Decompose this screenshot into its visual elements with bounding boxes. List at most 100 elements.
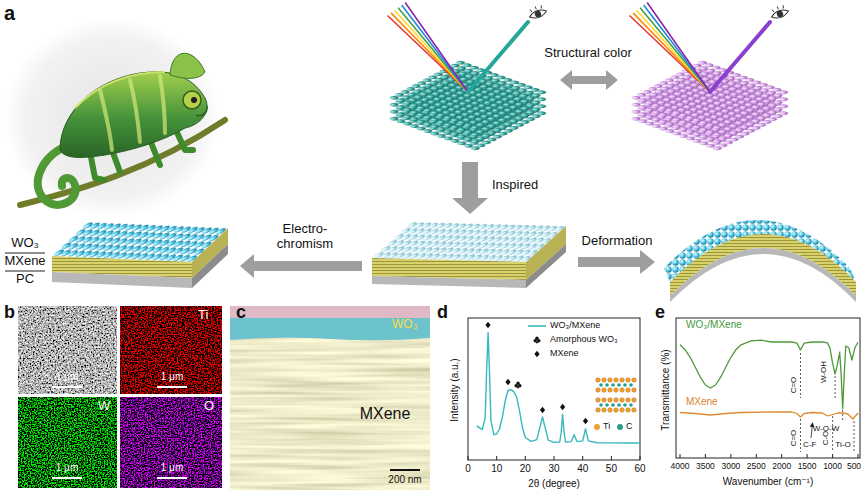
layer-label: PC <box>16 272 34 287</box>
xrd-plot <box>540 407 545 413</box>
sem-map <box>18 397 117 488</box>
cross-section <box>230 306 430 490</box>
xrd-plot <box>528 325 546 327</box>
xrd-plot <box>468 318 640 460</box>
chameleon-photo <box>191 97 197 103</box>
ftir-plot <box>676 318 860 458</box>
ftir-plot <box>730 454 731 458</box>
chameleon-photo <box>60 72 207 158</box>
cross-section <box>230 306 430 318</box>
ftir-plot <box>800 353 801 398</box>
chameleon-photo <box>100 90 112 150</box>
chameleon-photo <box>130 80 140 142</box>
legend-text: C <box>626 421 633 431</box>
xrd-plot <box>534 351 539 357</box>
device-stack <box>5 220 856 302</box>
chameleon-photo <box>4 18 220 218</box>
ftir-plot <box>832 454 833 458</box>
xrd-plot <box>611 456 612 460</box>
cross-section <box>230 318 430 340</box>
photonic-lattice <box>388 60 548 130</box>
tick-label: 2500 <box>747 462 766 472</box>
scale-bar <box>157 477 187 479</box>
cross-section <box>230 338 430 490</box>
tick-label: 3500 <box>696 462 715 472</box>
panel-letter: a <box>4 2 15 25</box>
tick-label: 10 <box>491 463 502 475</box>
sem-map <box>120 397 222 488</box>
ftir-plot <box>756 454 757 458</box>
panel-letter: e <box>655 302 665 323</box>
tick-label: 3000 <box>721 462 740 472</box>
chameleon-photo <box>100 76 165 150</box>
element-label: O <box>204 399 214 414</box>
xrd-plot <box>582 456 583 460</box>
ftir-plot <box>680 454 858 458</box>
chameleon-photo <box>196 106 207 116</box>
sem-map <box>120 306 222 394</box>
tick-label: 1500 <box>798 462 817 472</box>
ftir-plot <box>781 454 782 458</box>
tick-label: 20 <box>520 463 531 475</box>
chameleon-photo <box>183 91 201 109</box>
curve-label: MXene <box>686 396 718 408</box>
light-beam <box>648 3 711 92</box>
tick-label: 2000 <box>772 462 791 472</box>
peak-label: C=O <box>789 430 798 447</box>
ftir-plot <box>811 423 813 438</box>
legend-text: MXene <box>550 348 579 358</box>
light-beam <box>468 22 528 92</box>
xrd-plot <box>485 322 490 328</box>
eye-icon <box>527 3 790 20</box>
xrd-plot <box>515 382 522 389</box>
panel-letter: b <box>4 302 15 323</box>
peak-label: C-O <box>821 431 830 446</box>
scale-label: 200 nm <box>388 474 421 486</box>
axis-title: Wavenumber (cm⁻¹) <box>723 476 813 488</box>
ftir-plot <box>842 410 843 420</box>
xrd-plot <box>468 456 469 460</box>
chameleon-photo <box>4 18 225 218</box>
arrow-label: Structural color <box>544 46 631 61</box>
block-arrow <box>240 70 655 278</box>
xrd-plot <box>496 456 497 460</box>
xrd-plot <box>596 378 637 393</box>
block-arrow <box>578 250 655 274</box>
tick-label: 40 <box>577 463 588 475</box>
device-stack <box>52 222 228 262</box>
tick-label: 60 <box>634 463 645 475</box>
ftir-plot <box>680 454 681 458</box>
block-arrow <box>452 162 488 214</box>
ftir-plot <box>854 421 855 452</box>
tick-label: 0 <box>465 463 471 475</box>
scale-bar <box>52 387 187 478</box>
ftir-plot <box>676 318 860 458</box>
legend-swatch <box>617 424 623 430</box>
sem-map <box>18 306 117 394</box>
chameleon-photo <box>160 76 165 133</box>
xrd-plot <box>640 456 641 460</box>
scale-bar <box>390 469 420 471</box>
ftir-plot <box>680 412 858 419</box>
arrow-label: Electro- chromism <box>260 222 350 252</box>
device-stack <box>52 272 192 288</box>
ftir-plot <box>807 454 808 458</box>
xrd-plot <box>560 404 565 410</box>
axis-title: Transmittance (%) <box>660 349 672 430</box>
tick-label: 1000 <box>823 462 842 472</box>
layer-label: WO₃ <box>11 236 39 251</box>
ftir-plot <box>800 419 801 452</box>
layer-label: MXene <box>360 405 411 423</box>
block-arrow <box>560 70 618 90</box>
scale-bar <box>52 386 82 388</box>
ftir-plot <box>832 416 833 452</box>
tick-label: 500 <box>847 462 861 472</box>
legend-text: Amorphous WO₃ <box>550 334 618 344</box>
panel-letter: d <box>437 302 448 323</box>
element-label: Ti <box>198 308 208 323</box>
scale-label: 1 μm <box>161 371 183 383</box>
panel-letter: c <box>236 302 246 323</box>
axis-title: Intensity (a.u.) <box>449 358 461 421</box>
arrow-label: Inspired <box>492 178 538 193</box>
